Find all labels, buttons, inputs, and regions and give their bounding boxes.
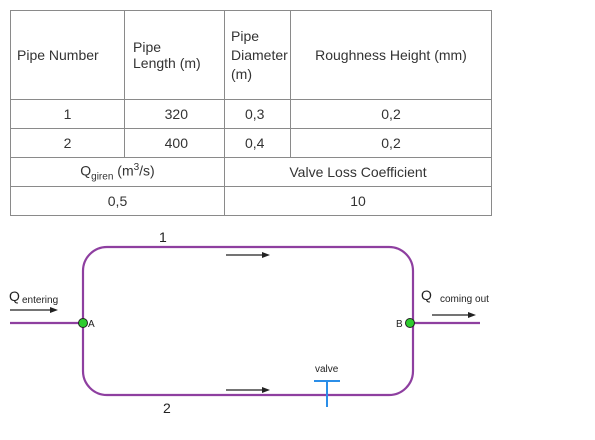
row2-number: 2 [10, 128, 125, 158]
pipe-data-table: Pipe Number Pipe Length (m) Pipe Diamete… [10, 10, 492, 216]
row1-roughness: 0,2 [290, 99, 492, 129]
node-b-label: B [396, 319, 403, 330]
row2-length: 400 [124, 128, 225, 158]
pipe1-label: 1 [159, 229, 167, 245]
header-pipe-diameter: Pipe Diameter (m) [224, 10, 291, 100]
table-row: 0,5 10 [10, 186, 492, 216]
q-unit-sup: 3 [133, 161, 140, 173]
outlet-arrow [432, 312, 476, 318]
q-in-subscript: entering [22, 295, 58, 306]
header-pipe-number: Pipe Number [10, 10, 125, 100]
pipe2-flow-arrow [226, 387, 270, 393]
row2-roughness: 0,2 [290, 128, 492, 158]
valve-label: valve [315, 364, 339, 375]
row2-diameter: 0,4 [224, 128, 291, 158]
valve-symbol [314, 380, 340, 407]
row1-number: 1 [10, 99, 125, 129]
pipe1-flow-arrow [226, 252, 270, 258]
pipe-loop [81, 245, 415, 397]
header-pipe-length: Pipe Length (m) [124, 10, 225, 100]
q-out-label: coming out [440, 294, 489, 305]
q-giren-header: Qgiren (m3/s) [10, 157, 225, 187]
inlet-arrow [10, 307, 58, 313]
table-header-row: Pipe Number Pipe Length (m) Pipe Diamete… [10, 10, 492, 100]
row1-length: 320 [124, 99, 225, 129]
node-b [405, 318, 415, 328]
header-roughness: Roughness Height (mm) [290, 10, 492, 100]
q-giren-value: 0,5 [10, 186, 225, 216]
pipe-network-diagram: 1 2 A B Q entering Q coming out valve [9, 229, 489, 416]
valve-loss-value: 10 [224, 186, 492, 216]
valve-loss-header: Valve Loss Coefficient [224, 157, 492, 187]
q-unit-pre: (m [113, 162, 134, 179]
table-row: Qgiren (m3/s) Valve Loss Coefficient [10, 157, 492, 187]
table-row: 2 400 0,4 0,2 [10, 128, 492, 158]
q-in-symbol: Q [9, 288, 20, 304]
q-unit-post: /s) [139, 162, 155, 179]
q-out-symbol: Q [421, 287, 432, 303]
table-row: 1 320 0,3 0,2 [10, 99, 492, 129]
node-a-label: A [88, 319, 95, 330]
q-symbol: Q [80, 162, 92, 179]
row1-diameter: 0,3 [224, 99, 291, 129]
pipe2-label: 2 [163, 400, 171, 416]
q-subscript: giren [91, 171, 114, 183]
node-a [78, 318, 88, 328]
